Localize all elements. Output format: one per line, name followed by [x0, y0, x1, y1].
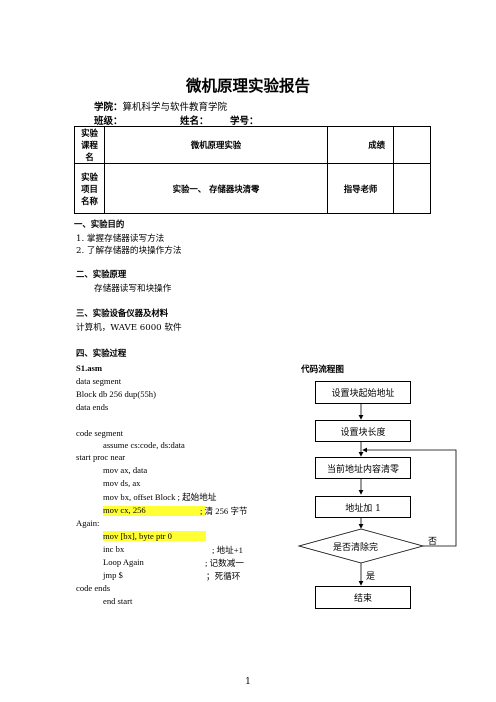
code-line: start proc near: [76, 452, 126, 462]
id-label: 学号：: [230, 116, 259, 127]
code-comment: ; 清 256 字节: [200, 506, 248, 516]
code-highlight-2: [103, 531, 206, 541]
code-line: jmp $: [103, 570, 123, 580]
code-line: mov cx, 256: [103, 505, 146, 515]
purpose-item-1: 1. 掌握存储器读写方法: [76, 234, 165, 244]
code-line: mov ds, ax: [103, 478, 141, 488]
name-label: 姓名：: [180, 116, 209, 127]
code-label: Again:: [76, 518, 100, 528]
code-line: assume cs:code, ds:data: [103, 440, 185, 450]
code-line: mov bx, offset Block ; 起始地址: [103, 492, 217, 502]
code-highlight-1: [103, 506, 205, 516]
teacher-value: [393, 163, 431, 214]
school-label: 学院：: [94, 102, 123, 113]
school-line: 学院：算机科学与软件教育学院: [94, 99, 227, 113]
section-equipment-title: 三、实验设备仪器及材料: [76, 308, 169, 318]
purpose-item-2: 2. 了解存储器的块操作方法: [76, 246, 182, 256]
flow-decision-label: 是否清除完: [333, 543, 379, 553]
code-line: code segment: [76, 428, 124, 438]
code-line: code ends: [76, 583, 111, 593]
section-process-title: 四、实验过程: [76, 348, 127, 358]
flow-yes-label: 是: [366, 572, 376, 582]
course-label: 实验课程名: [74, 126, 105, 164]
flow-step-set-length: 设置块长度: [315, 420, 411, 442]
flow-step-increment: 地址加 1: [315, 496, 411, 518]
code-filename: S1.asm: [76, 363, 103, 373]
grade-value: [393, 126, 431, 164]
loop-back-line: [362, 447, 457, 547]
code-line: mov ax, data: [103, 465, 148, 475]
project-value: 实验一、 存储器块清零: [104, 163, 328, 214]
code-comment: ；死循环: [206, 571, 241, 581]
code-line: data ends: [76, 402, 109, 412]
flow-end: 结束: [315, 586, 411, 609]
flow-no-label: 否: [428, 537, 438, 547]
principle-text: 存储器读写和块操作: [94, 284, 172, 294]
flowchart-title: 代码流程图: [301, 365, 344, 375]
flow-step-set-start: 设置块起始地址: [315, 381, 411, 404]
code-line: data segment: [76, 376, 122, 386]
page-title: 微机原理实验报告: [185, 77, 310, 95]
code-line: Block db 256 dup(55h): [76, 389, 156, 399]
code-comment: ; 地址+1: [212, 545, 243, 555]
section-purpose-title: 一、实验目的: [74, 219, 125, 229]
code-line: mov [bx], byte ptr 0: [103, 531, 172, 541]
code-line: Loop Again: [103, 557, 144, 567]
teacher-label: 指导老师: [327, 163, 394, 214]
course-value: 微机原理实验: [104, 126, 328, 164]
page-number: 1: [245, 677, 251, 687]
school-value: 算机科学与软件教育学院: [122, 102, 228, 113]
flow-step-clear: 当前地址内容清零: [315, 457, 411, 479]
code-comment: ; 记数减一: [205, 558, 244, 568]
code-line: inc bx: [103, 544, 125, 554]
report-header-table: 实验课程名 微机原理实验 成绩 实验项目名称 实验一、 存储器块清零 指导老师: [74, 126, 431, 214]
code-line: end start: [103, 596, 133, 606]
equipment-text: 计算机，WAVE 6000 软件: [76, 323, 182, 333]
section-principle-title: 二、实验原理: [76, 269, 127, 279]
class-label: 班级：: [94, 116, 123, 127]
